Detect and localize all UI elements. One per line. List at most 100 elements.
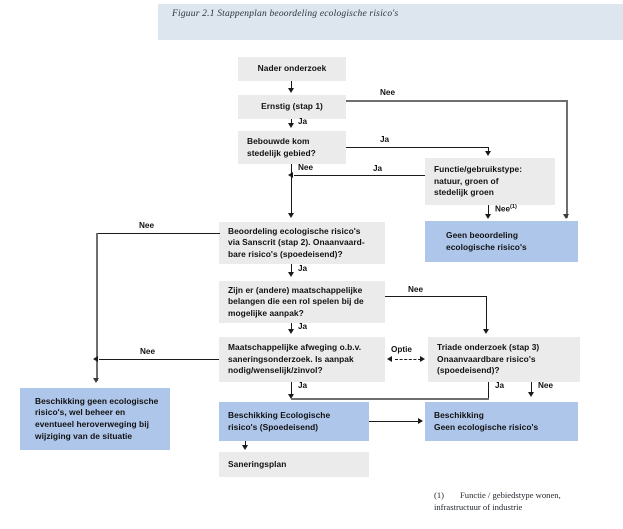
arrowhead-triade-nee <box>528 392 534 397</box>
node-beschikking-geen-eco[interactable]: Beschikking Geen ecologische risico's <box>425 402 578 441</box>
node-functie-gebruikstype-line1: Functie/gebruikstype: <box>434 164 523 175</box>
node-beoordeling-sanscrit-line2: via Sanscrit (stap 2). Onaanvaard- <box>228 237 365 248</box>
arrowhead-optie-right <box>420 355 425 362</box>
edge-nader-to-ernstig <box>291 81 293 90</box>
edge-ernstig-ja <box>291 119 293 125</box>
edge-triade-ja-vertical <box>488 382 490 400</box>
node-functie-gebruikstype-line3: stedelijk groen <box>434 187 494 198</box>
arrowhead-nader-to-ernstig <box>288 88 294 93</box>
edge-sanscrit-ja <box>291 264 293 274</box>
node-beschikking-eco-spoedeisend-line2: risico's (Spoedeisend) <box>228 421 319 432</box>
arrowhead-beschikking-eco-to-geen <box>418 417 423 424</box>
edge-belangen-ja <box>291 323 293 332</box>
arrowhead-bebouwde-nee <box>288 213 294 218</box>
node-beschikking-geen-eco-beheer[interactable]: Beschikking geen ecologische risico's, w… <box>20 388 170 450</box>
figure-footnote: (1) Functie / gebiedstype wonen, infrastr… <box>434 489 619 514</box>
node-geen-beoordeling[interactable]: Geen beoordeling ecologische risico's <box>425 221 578 262</box>
edge-beschikking-eco-to-saneringsplan <box>245 441 247 447</box>
arrowhead-ernstig-nee <box>563 214 569 219</box>
figure-caption: Figuur 2.1 Stappenplan beoordeling ecolo… <box>172 9 399 19</box>
node-nader-onderzoek[interactable]: Nader onderzoek <box>238 57 346 81</box>
node-triade-onderzoek-line2: Onaanvaardbare risico's <box>437 353 536 364</box>
node-beschikking-geen-eco-beheer-line4: wijziging van de situatie <box>35 430 133 441</box>
node-triade-onderzoek-line3: (spoedeisend)? <box>437 365 500 376</box>
edge-bebouwde-nee-vertical <box>291 164 293 214</box>
node-maatschappelijke-belangen-line1: Zijn er (andere) maatschappelijke <box>228 284 363 295</box>
arrowhead-functie-nee <box>485 214 491 219</box>
node-beschikking-eco-spoedeisend-line1: Beschikking Ecologische <box>228 409 331 420</box>
edge-triade-nee-vertical <box>531 382 533 395</box>
node-saneringsplan[interactable]: Saneringsplan <box>219 452 369 477</box>
edge-label-bebouwde-ja: Ja <box>380 135 390 144</box>
node-maatschappelijke-belangen-line2: belangen die een rol spelen bij de <box>228 296 364 307</box>
figure-footnote-line1: Functie / gebiedstype wonen, <box>460 490 561 500</box>
footnote-ref-1: (1) <box>510 204 517 210</box>
node-geen-beoordeling-line1: Geen beoordeling <box>446 229 518 240</box>
edge-belangen-nee-horizontal <box>385 296 487 298</box>
edge-sanscrit-nee-vertical <box>96 233 98 381</box>
node-functie-gebruikstype[interactable]: Functie/gebruikstype: natuur, groen of s… <box>425 158 555 205</box>
node-ernstig-stap-1[interactable]: Ernstig (stap 1) <box>238 95 346 119</box>
edge-ernstig-nee-vertical <box>566 100 568 218</box>
figure-footnote-marker: (1) <box>434 490 445 500</box>
edge-bebouwde-ja-vertical <box>488 147 490 154</box>
edge-label-afweging-ja: Ja <box>298 381 308 390</box>
edge-label-belangen-ja: Ja <box>298 322 308 331</box>
node-geen-beoordeling-line2: ecologische risico's <box>446 241 527 252</box>
arrowhead-beschikking-eco-to-saneringsplan <box>242 445 248 450</box>
edge-label-bebouwde-nee: Nee <box>298 163 314 172</box>
edge-afweging-ja <box>291 382 293 396</box>
edge-label-triade-nee: Nee <box>538 381 554 390</box>
node-maatschappelijke-afweging[interactable]: Maatschappelijke afweging o.b.v. sanerin… <box>219 337 385 382</box>
arrowhead-optie-left <box>387 355 392 362</box>
node-beoordeling-sanscrit-line3: bare risico's (spoedeisend)? <box>228 248 343 259</box>
node-maatschappelijke-afweging-line2: saneringsonderzoek. Is aanpak <box>228 353 354 364</box>
node-ernstig-stap-1-label: Ernstig (stap 1) <box>261 101 323 112</box>
edge-label-ernstig-ja: Ja <box>298 117 308 126</box>
edge-bebouwde-ja-horizontal <box>346 147 489 149</box>
edge-afweging-nee-horizontal <box>99 359 219 361</box>
figure-footnote-line2: infrastructuur of industrie <box>434 502 523 513</box>
edge-label-optie: Optie <box>391 345 412 354</box>
node-beoordeling-sanscrit-line1: Beoordeling ecologische risico's <box>228 225 361 236</box>
edge-label-sanscrit-nee: Nee <box>139 221 155 230</box>
arrowhead-afweging-ja <box>288 394 294 399</box>
arrowhead-belangen-nee <box>483 329 489 334</box>
edge-label-functie-ja: Ja <box>373 164 383 173</box>
node-nader-onderzoek-label: Nader onderzoek <box>257 63 327 74</box>
edge-triade-ja-horizontal <box>291 398 489 400</box>
node-triade-onderzoek-line1: Triade onderzoek (stap 3) <box>437 342 540 353</box>
edge-belangen-nee-vertical <box>486 296 488 331</box>
edge-label-afweging-nee: Nee <box>140 347 156 356</box>
node-beschikking-geen-eco-beheer-line1: Beschikking geen ecologische <box>35 395 159 406</box>
edge-ernstig-nee-horizontal <box>346 100 568 102</box>
node-maatschappelijke-afweging-line1: Maatschappelijke afweging o.b.v. <box>228 342 362 353</box>
node-triade-onderzoek[interactable]: Triade onderzoek (stap 3) Onaanvaardbare… <box>428 337 580 382</box>
node-beoordeling-sanscrit[interactable]: Beoordeling ecologische risico's via San… <box>219 222 385 264</box>
edge-optie-dashed <box>395 359 421 360</box>
edge-label-functie-nee: Nee(1) <box>495 204 517 214</box>
edge-label-sanscrit-ja: Ja <box>298 264 308 273</box>
node-maatschappelijke-belangen-line3: mogelijke aanpak? <box>228 307 304 318</box>
arrowhead-sanscrit-ja <box>288 272 294 277</box>
node-bebouwde-kom-line2: stedelijk gebied? <box>247 147 316 158</box>
node-bebouwde-kom-line1: Bebouwde kom <box>247 135 310 146</box>
edge-label-belangen-nee: Nee <box>408 285 424 294</box>
edge-functie-nee-vertical <box>488 205 490 216</box>
node-maatschappelijke-belangen[interactable]: Zijn er (andere) maatschappelijke belang… <box>219 281 385 323</box>
edge-beschikking-eco-to-geen <box>369 421 419 423</box>
node-beschikking-geen-eco-line2: Geen ecologische risico's <box>434 421 539 432</box>
figure-caption-band <box>158 4 623 40</box>
node-bebouwde-kom[interactable]: Bebouwde kom stedelijk gebied? <box>238 131 346 164</box>
node-beschikking-eco-spoedeisend[interactable]: Beschikking Ecologische risico's (Spoede… <box>219 402 369 441</box>
node-maatschappelijke-afweging-line3: nodig/wenselijk/zinvol? <box>228 365 323 376</box>
edge-sanscrit-nee-horizontal <box>96 233 220 235</box>
edge-label-ernstig-nee: Nee <box>380 88 396 97</box>
arrowhead-bebouwde-ja <box>485 151 491 156</box>
arrowhead-sanscrit-nee <box>93 378 99 383</box>
arrowhead-afweging-nee <box>93 355 98 362</box>
edge-label-triade-ja: Ja <box>495 381 505 390</box>
arrowhead-ernstig-ja <box>288 123 294 128</box>
node-beschikking-geen-eco-beheer-line3: eventueel heroverweging bij <box>35 419 149 429</box>
